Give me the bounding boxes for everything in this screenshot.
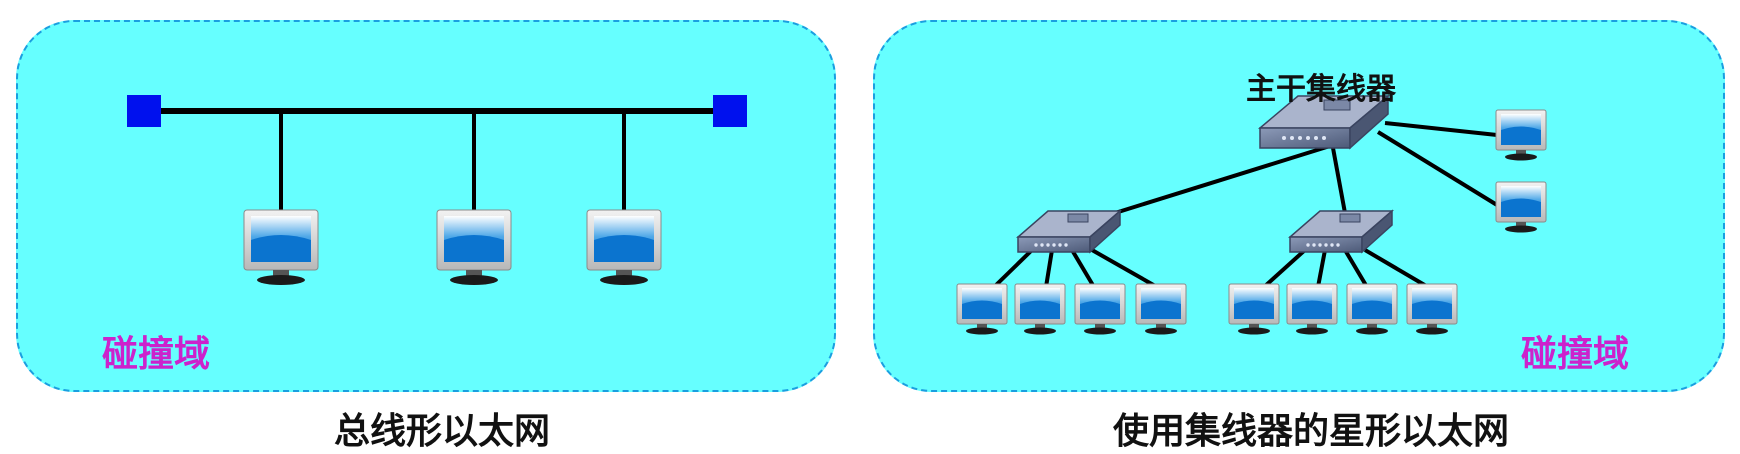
computer-icon [1014,283,1066,335]
computer-icon [586,209,662,286]
computer-icon [1346,283,1398,335]
computer-icon [1495,109,1547,161]
computer-icon [956,283,1008,335]
computer-icon [436,209,512,286]
backbone-hub-label: 主干集线器 [1246,72,1396,107]
bus-ethernet-panel [16,20,836,392]
computer-icon [1228,283,1280,335]
hub-icon [1017,210,1121,253]
bus-terminator-icon [713,95,747,127]
computer-icon [1406,283,1458,335]
computer-icon [1286,283,1338,335]
hub-icon [1289,210,1393,253]
computer-icon [1074,283,1126,335]
collision-domain-label: 碰撞域 [1521,334,1630,375]
bus-ethernet-caption: 总线形以太网 [334,411,551,452]
collision-domain-label: 碰撞域 [102,334,211,375]
bus-topology [127,95,747,286]
star-topology [956,95,1547,335]
computer-icon [1135,283,1187,335]
star-ethernet-caption: 使用集线器的星形以太网 [1113,411,1510,452]
computer-icon [1495,181,1547,233]
bus-terminator-icon [127,95,161,127]
twisted-pair-links [992,121,1499,289]
computer-icon [243,209,319,286]
